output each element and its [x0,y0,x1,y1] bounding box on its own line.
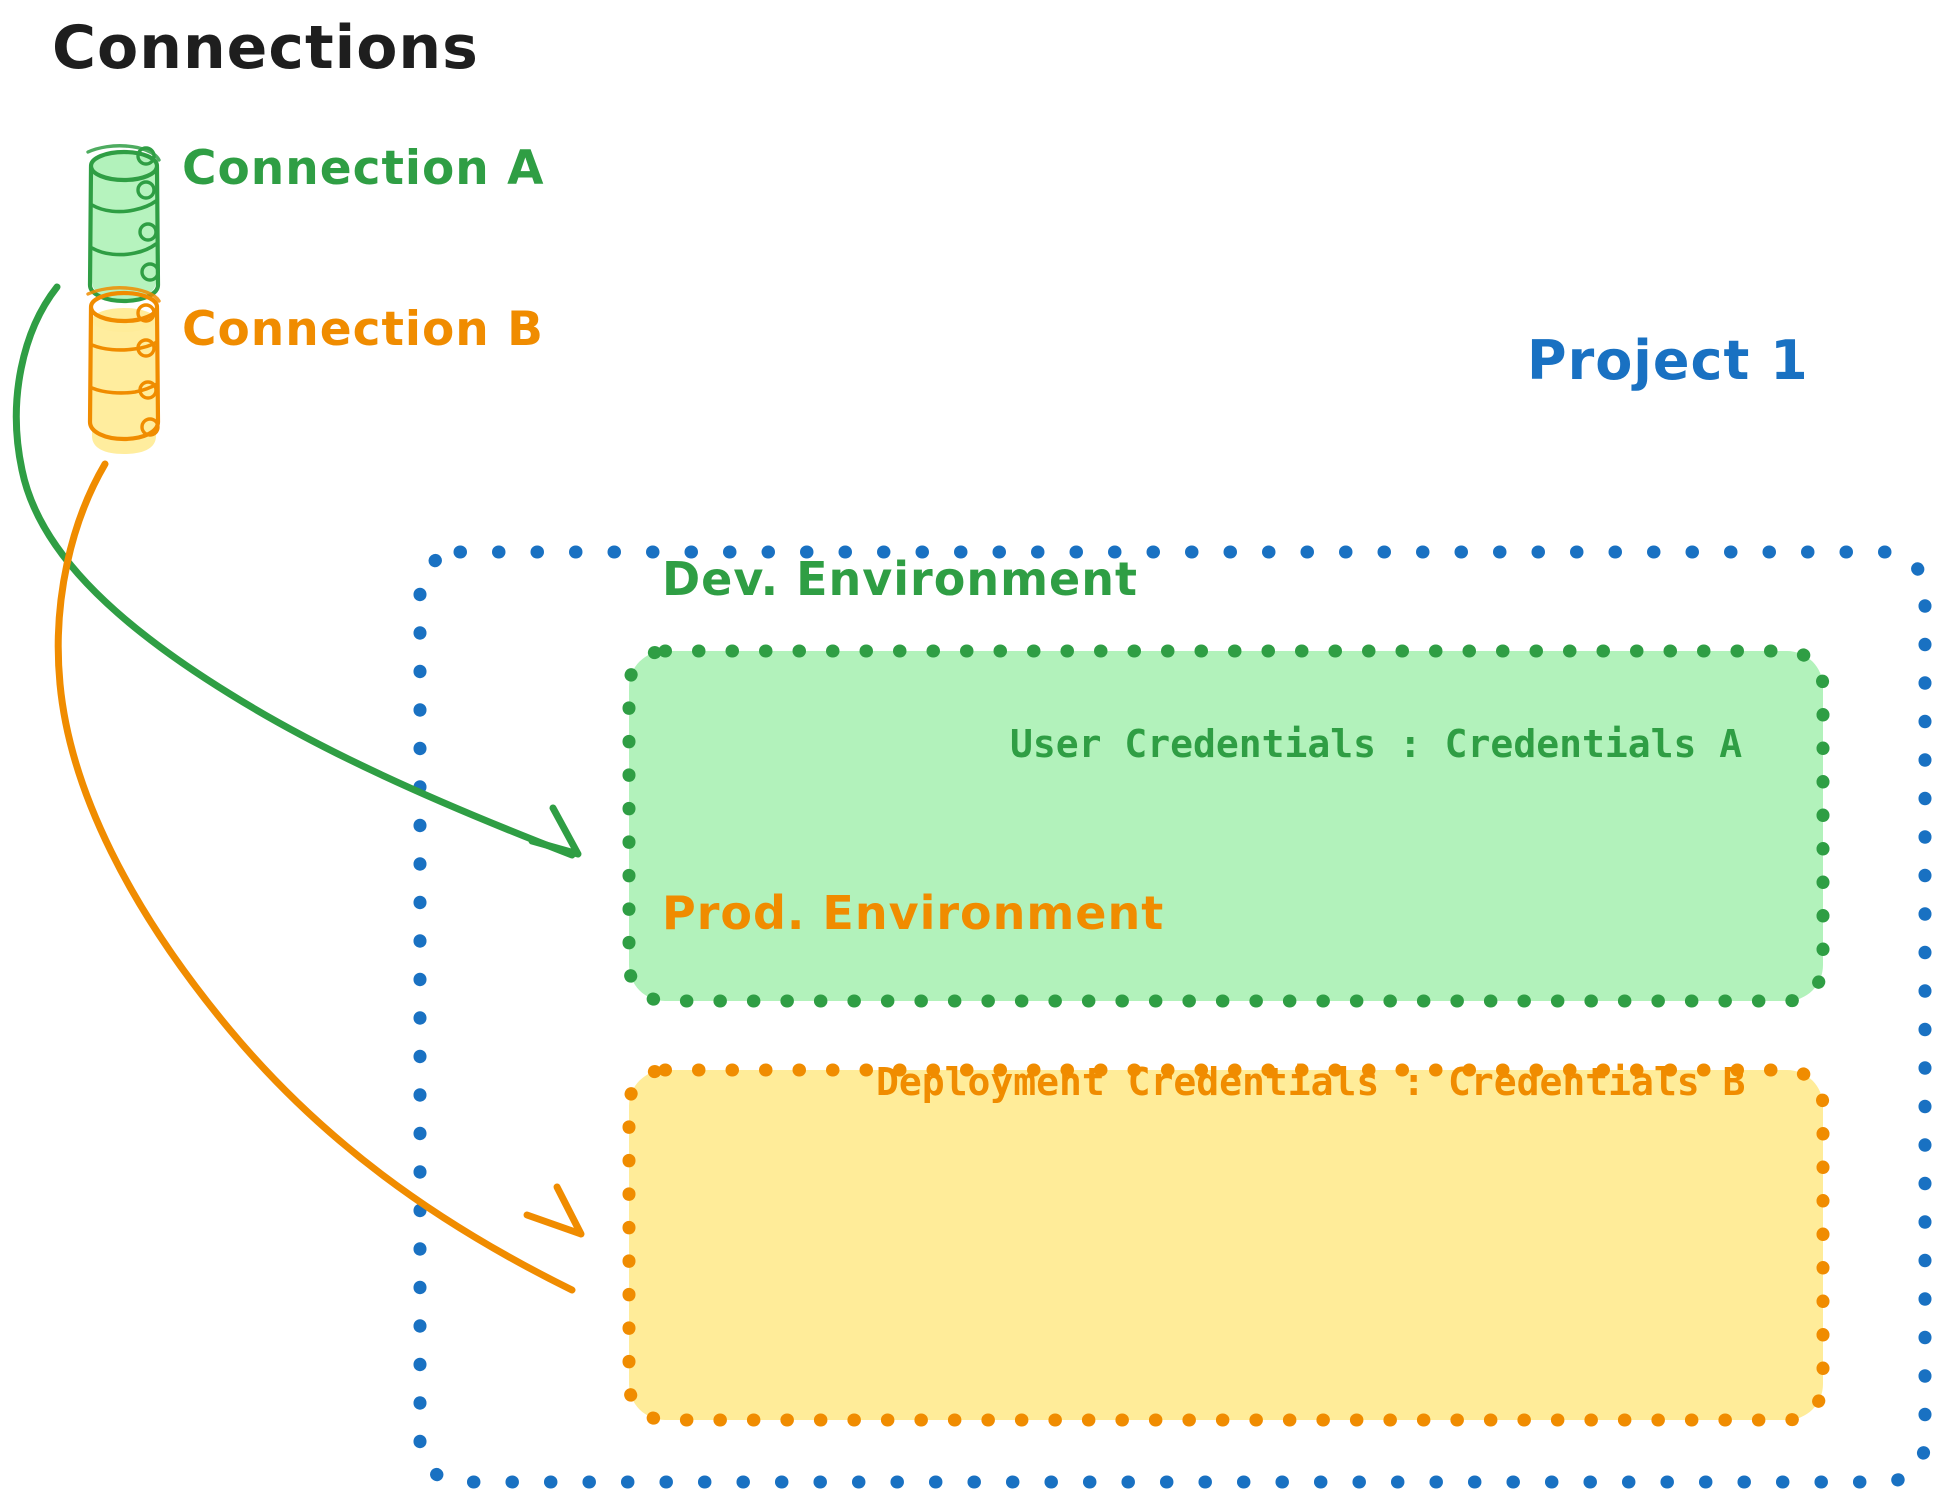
arrow-a-curve [12,283,576,859]
cylinder-a-led-2 [136,180,156,200]
dev-environment-fill [629,651,1823,1001]
arrow-b-curve [54,460,576,1294]
project-1-container[interactable] [413,545,1932,1489]
cylinder-b-led-4 [140,417,160,437]
dev-environment-title: Dev. Environment [662,552,1138,606]
cylinder-a-led-3 [138,222,158,242]
database-cylinder-icon-connection-b[interactable] [86,286,161,454]
dev-environment-dotted-border [622,644,1830,1008]
arrow-connection-a-to-dev[interactable] [12,283,582,859]
project-1-dotted-border [413,545,1932,1489]
cylinder-b-sides [87,305,161,442]
arrow-a-head [528,804,582,858]
prod-environment-title: Prod. Environment [662,886,1165,940]
cylinder-a-sides [87,164,161,304]
prod-environment-fill [629,1070,1823,1420]
cylinder-b-top-sketch [86,286,161,303]
page-title: Connections [52,13,479,83]
cylinder-b-divider-2 [90,382,159,395]
label-project-1: Project 1 [1527,329,1809,392]
dev-environment-credentials: User Credentials : Credentials A [1010,722,1743,766]
label-connection-a: Connection A [182,141,545,196]
cylinder-a-led-4 [140,262,160,282]
prod-environment-dotted-border [622,1063,1830,1427]
cylinder-a-divider-2 [90,242,158,257]
cylinder-a-body-fill [92,165,156,299]
database-cylinder-icon-connection-a[interactable] [86,144,161,304]
label-connection-b: Connection B [182,302,544,357]
prod-environment-credentials: Deployment Credentials : Credentials B [876,1060,1746,1104]
arrow-b-head [523,1183,585,1238]
cylinder-b-led-2 [136,338,156,358]
cylinder-a-divider-1 [90,199,158,214]
prod-environment-box[interactable] [622,1063,1830,1427]
cylinder-a-led-1 [136,146,156,166]
arrow-connection-b-to-prod[interactable] [54,460,585,1294]
dev-environment-box[interactable] [622,644,1830,1008]
cylinder-b-led-3 [138,380,158,400]
cylinder-b-led-1 [136,303,156,323]
